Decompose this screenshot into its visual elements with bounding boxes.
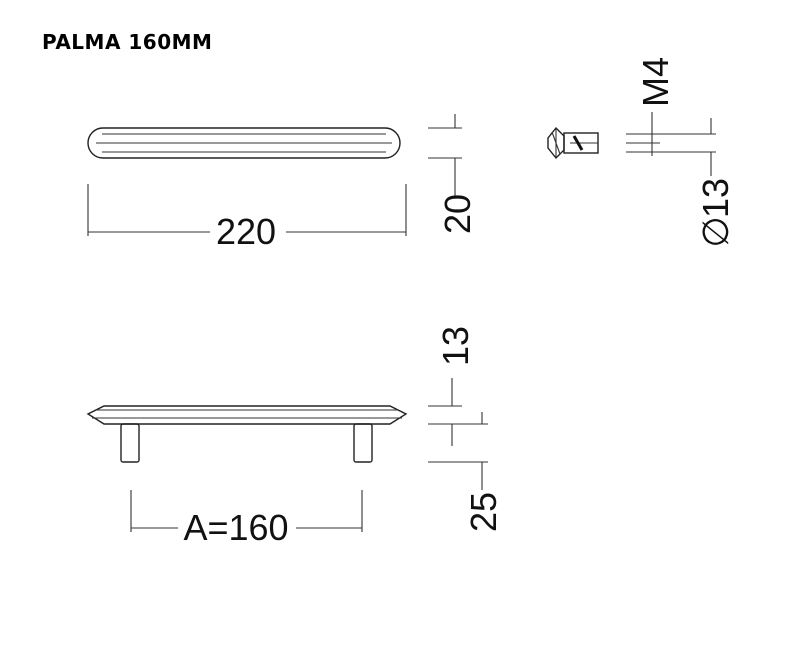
projection-dimension: 25 [428,412,504,532]
centre-distance-label: A=160 [183,507,288,548]
height-label: 20 [437,194,478,234]
diameter-symbol: ∅ [695,216,736,247]
thread-dimension: M4 [626,57,716,156]
length-label: 220 [216,211,276,252]
diameter-label: 13 [695,178,736,218]
end-view-screw [547,126,599,160]
front-view-handle [86,405,408,463]
diameter-dimension: 13 ∅ [695,118,736,248]
top-view-handle [87,127,401,159]
drawing-title: PALMA 160MM [42,30,213,54]
thread-label: M4 [635,57,676,107]
projection-label: 25 [463,492,504,532]
bar-height-dimension: 13 [428,326,488,446]
length-dimension: 220 [87,184,407,252]
height-dimension: 20 [428,114,478,234]
centre-distance-dimension: A=160 [130,490,363,548]
bar-height-label: 13 [435,326,476,366]
